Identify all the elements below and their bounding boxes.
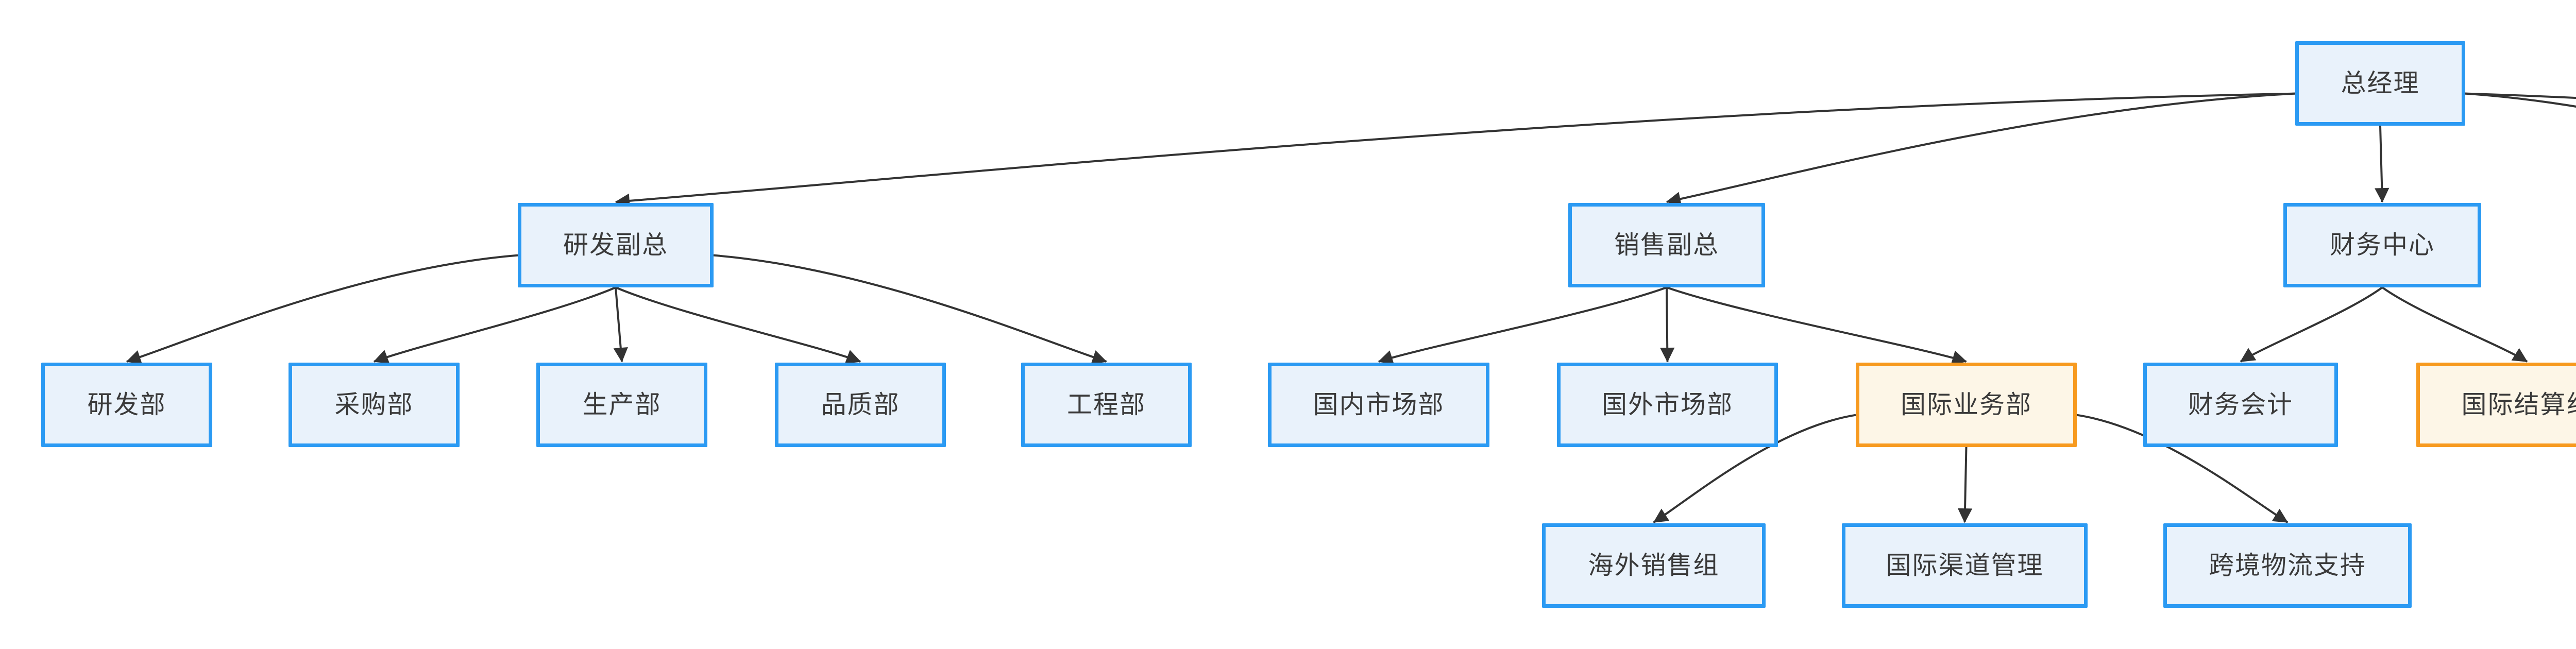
org-node-intl-channel-management[interactable]: 国际渠道管理 (1842, 523, 2088, 608)
org-node-label: 工程部 (1066, 390, 1146, 419)
org-node-sales-vice-president[interactable]: 销售副总 (1568, 203, 1765, 287)
org-node-label: 海外销售组 (1588, 551, 1720, 579)
org-node-label: 生产部 (582, 390, 662, 419)
org-node-finance-accounting[interactable]: 财务会计 (2143, 363, 2338, 447)
org-edge-intl-business-dept-to-intl-channel-management (1957, 447, 1973, 523)
org-node-cross-border-logistics[interactable]: 跨境物流支持 (2163, 523, 2412, 608)
org-node-purchasing-dept[interactable]: 采购部 (289, 363, 460, 447)
org-node-rd-vice-president[interactable]: 研发副总 (518, 203, 714, 287)
org-node-quality-dept[interactable]: 品质部 (775, 363, 946, 447)
edge-group (126, 92, 2576, 523)
org-node-label: 国际结算组 (2461, 390, 2576, 419)
org-edge-finance-center-to-finance-accounting (2240, 286, 2383, 363)
org-node-label: 国际渠道管理 (1886, 551, 2044, 579)
org-edge-rd-vice-president-to-quality-dept (615, 286, 861, 364)
org-node-general-manager[interactable]: 总经理 (2295, 41, 2465, 126)
org-node-production-dept[interactable]: 生产部 (536, 363, 707, 447)
org-node-label: 国内市场部 (1313, 390, 1445, 419)
org-edge-general-manager-to-finance-center (2375, 125, 2389, 203)
org-node-label: 采购部 (334, 390, 414, 419)
org-node-label: 销售副总 (1614, 231, 1719, 259)
org-node-label: 研发部 (87, 390, 166, 419)
org-node-label: 财务会计 (2188, 390, 2293, 419)
org-node-domestic-market-dept[interactable]: 国内市场部 (1268, 363, 1489, 447)
org-edge-general-manager-to-rd-vice-president (615, 92, 2296, 209)
org-node-label: 研发副总 (563, 231, 668, 259)
org-node-label: 品质部 (821, 390, 900, 419)
org-node-overseas-market-dept[interactable]: 国外市场部 (1557, 363, 1778, 447)
org-node-rd-dept[interactable]: 研发部 (41, 363, 212, 447)
org-edge-sales-vice-president-to-overseas-market-dept (1660, 287, 1675, 363)
org-edge-rd-vice-president-to-engineering-dept (713, 254, 1107, 364)
org-node-label: 跨境物流支持 (2208, 551, 2366, 579)
org-node-overseas-sales-group[interactable]: 海外销售组 (1542, 523, 1766, 608)
org-node-finance-center[interactable]: 财务中心 (2283, 203, 2481, 287)
org-edge-sales-vice-president-to-domestic-market-dept (1378, 286, 1667, 365)
org-edge-rd-vice-president-to-production-dept (613, 287, 628, 363)
org-edge-rd-vice-president-to-purchasing-dept (373, 286, 616, 364)
org-edge-sales-vice-president-to-intl-business-dept (1666, 286, 1967, 365)
org-edge-general-manager-to-admin-hr (2465, 92, 2576, 108)
org-edge-general-manager-to-sales-vice-president (1666, 92, 2296, 207)
org-node-label: 国外市场部 (1601, 390, 1733, 419)
org-node-intl-business-dept[interactable]: 国际业务部 (1856, 363, 2077, 447)
org-edge-finance-center-to-intl-settlement-group (2381, 286, 2528, 363)
org-edge-general-manager-to-strategy-development (2465, 92, 2576, 99)
org-edge-rd-vice-president-to-rd-dept (126, 254, 518, 364)
org-node-label: 财务中心 (2329, 231, 2435, 259)
org-node-intl-settlement-group[interactable]: 国际结算组 (2416, 363, 2576, 447)
org-node-label: 总经理 (2341, 69, 2420, 97)
org-node-engineering-dept[interactable]: 工程部 (1021, 363, 1192, 447)
org-node-label: 国际业务部 (1900, 390, 2032, 419)
